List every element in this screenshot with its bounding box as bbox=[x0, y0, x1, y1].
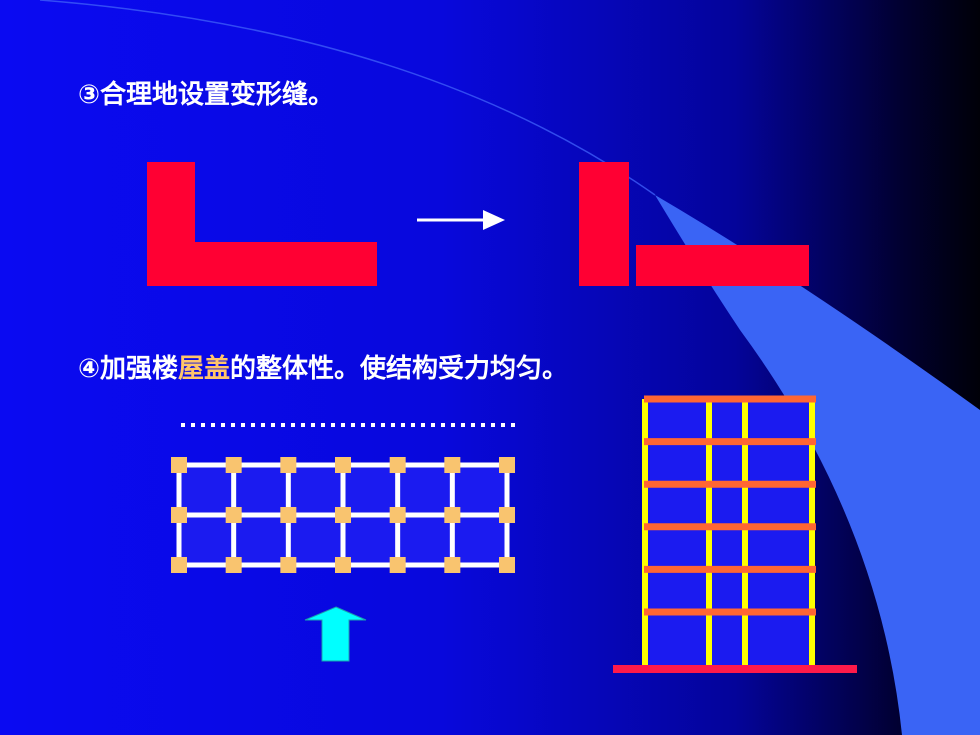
column-node bbox=[225, 457, 242, 473]
heading-floor-integrity-part1: ④加强楼 bbox=[78, 354, 179, 384]
column-node bbox=[499, 457, 515, 473]
column-node bbox=[499, 507, 515, 523]
heading-floor-integrity-part2: 的整体性。使结构受力均匀。 bbox=[230, 354, 569, 384]
heading-floor-integrity-highlight: 屋盖 bbox=[178, 354, 231, 384]
right-arrow-icon bbox=[417, 210, 505, 230]
column-node bbox=[225, 507, 242, 523]
column-node bbox=[444, 557, 461, 573]
column-node bbox=[444, 457, 461, 473]
column-node bbox=[225, 557, 242, 573]
column-node bbox=[389, 557, 406, 573]
column-node bbox=[335, 507, 351, 523]
building-elevation bbox=[613, 395, 857, 673]
background-swoosh bbox=[655, 195, 980, 735]
column-node bbox=[499, 557, 515, 573]
plan-grid bbox=[171, 457, 515, 573]
up-arrow-icon bbox=[304, 606, 367, 662]
l-shape-original bbox=[147, 162, 377, 286]
heading-deformation-joint-text: ③合理地设置变形缝。 bbox=[78, 80, 335, 110]
heading-floor-integrity: ④加强楼屋盖的整体性。使结构受力均匀。 bbox=[78, 356, 568, 382]
l-shape-split-horizontal bbox=[636, 245, 809, 286]
heading-deformation-joint: ③合理地设置变形缝。 bbox=[78, 82, 334, 108]
column-node bbox=[444, 507, 461, 523]
ground-line bbox=[613, 665, 857, 673]
background-arc bbox=[39, 0, 656, 196]
column-node bbox=[335, 557, 351, 573]
column-node bbox=[171, 557, 187, 573]
l-shape-split-vertical bbox=[579, 162, 629, 286]
column-node bbox=[171, 457, 187, 473]
column-node bbox=[280, 457, 297, 473]
column-node bbox=[389, 507, 406, 523]
column-node bbox=[335, 457, 351, 473]
column-node bbox=[171, 507, 187, 523]
column-node bbox=[389, 457, 406, 473]
column-node bbox=[280, 507, 297, 523]
column-node bbox=[280, 557, 297, 573]
